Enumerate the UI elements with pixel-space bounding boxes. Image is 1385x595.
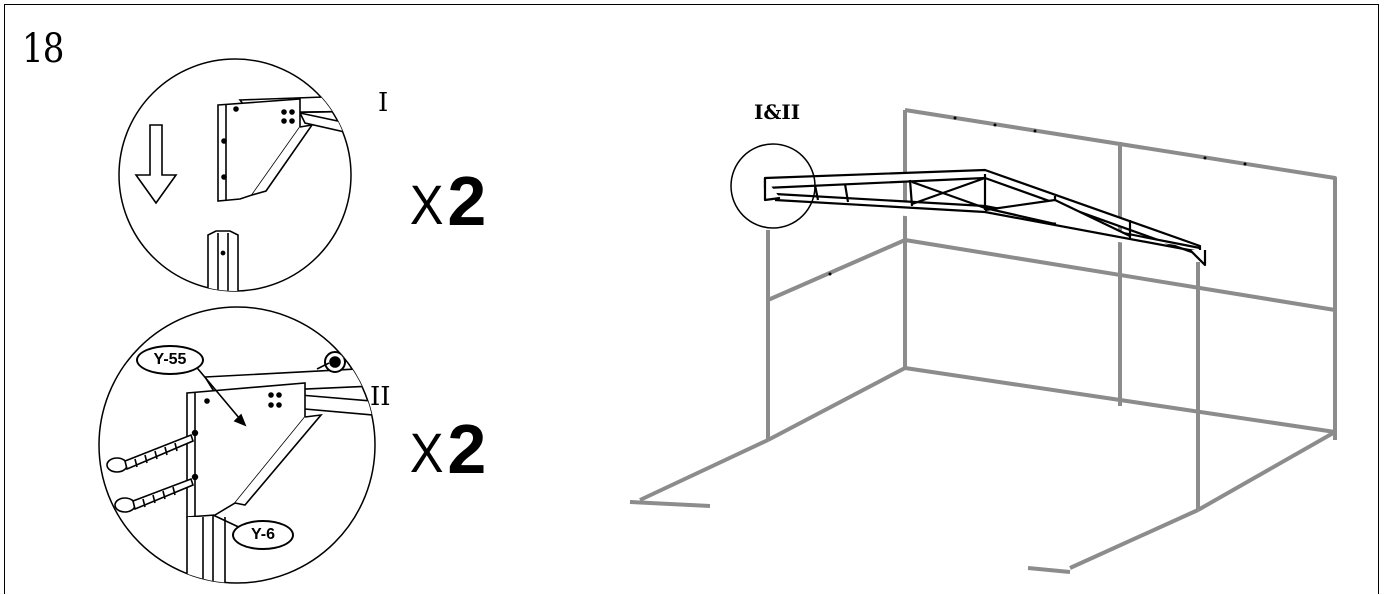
detail-i-label: I xyxy=(378,88,389,118)
multiply-count: 2 xyxy=(447,162,487,240)
part-label-y55: Y-55 xyxy=(136,345,204,375)
part-label-y6: Y-6 xyxy=(232,520,294,550)
multiply-symbol: X xyxy=(409,173,444,236)
detail-i-drawing xyxy=(118,58,352,292)
detail-ii-drawing xyxy=(98,306,376,584)
detail-i-multiplier: X 2 xyxy=(408,162,487,240)
multiply-count: 2 xyxy=(447,410,487,488)
detail-ii-multiplier: X 2 xyxy=(408,410,487,488)
step-number: 18 xyxy=(22,26,64,72)
frame-assembly-drawing xyxy=(629,108,1337,574)
detail-ii-label: II xyxy=(370,382,391,412)
panel-border xyxy=(4,4,1379,594)
multiply-symbol: X xyxy=(409,421,444,484)
callout-label: I&II xyxy=(754,100,801,124)
